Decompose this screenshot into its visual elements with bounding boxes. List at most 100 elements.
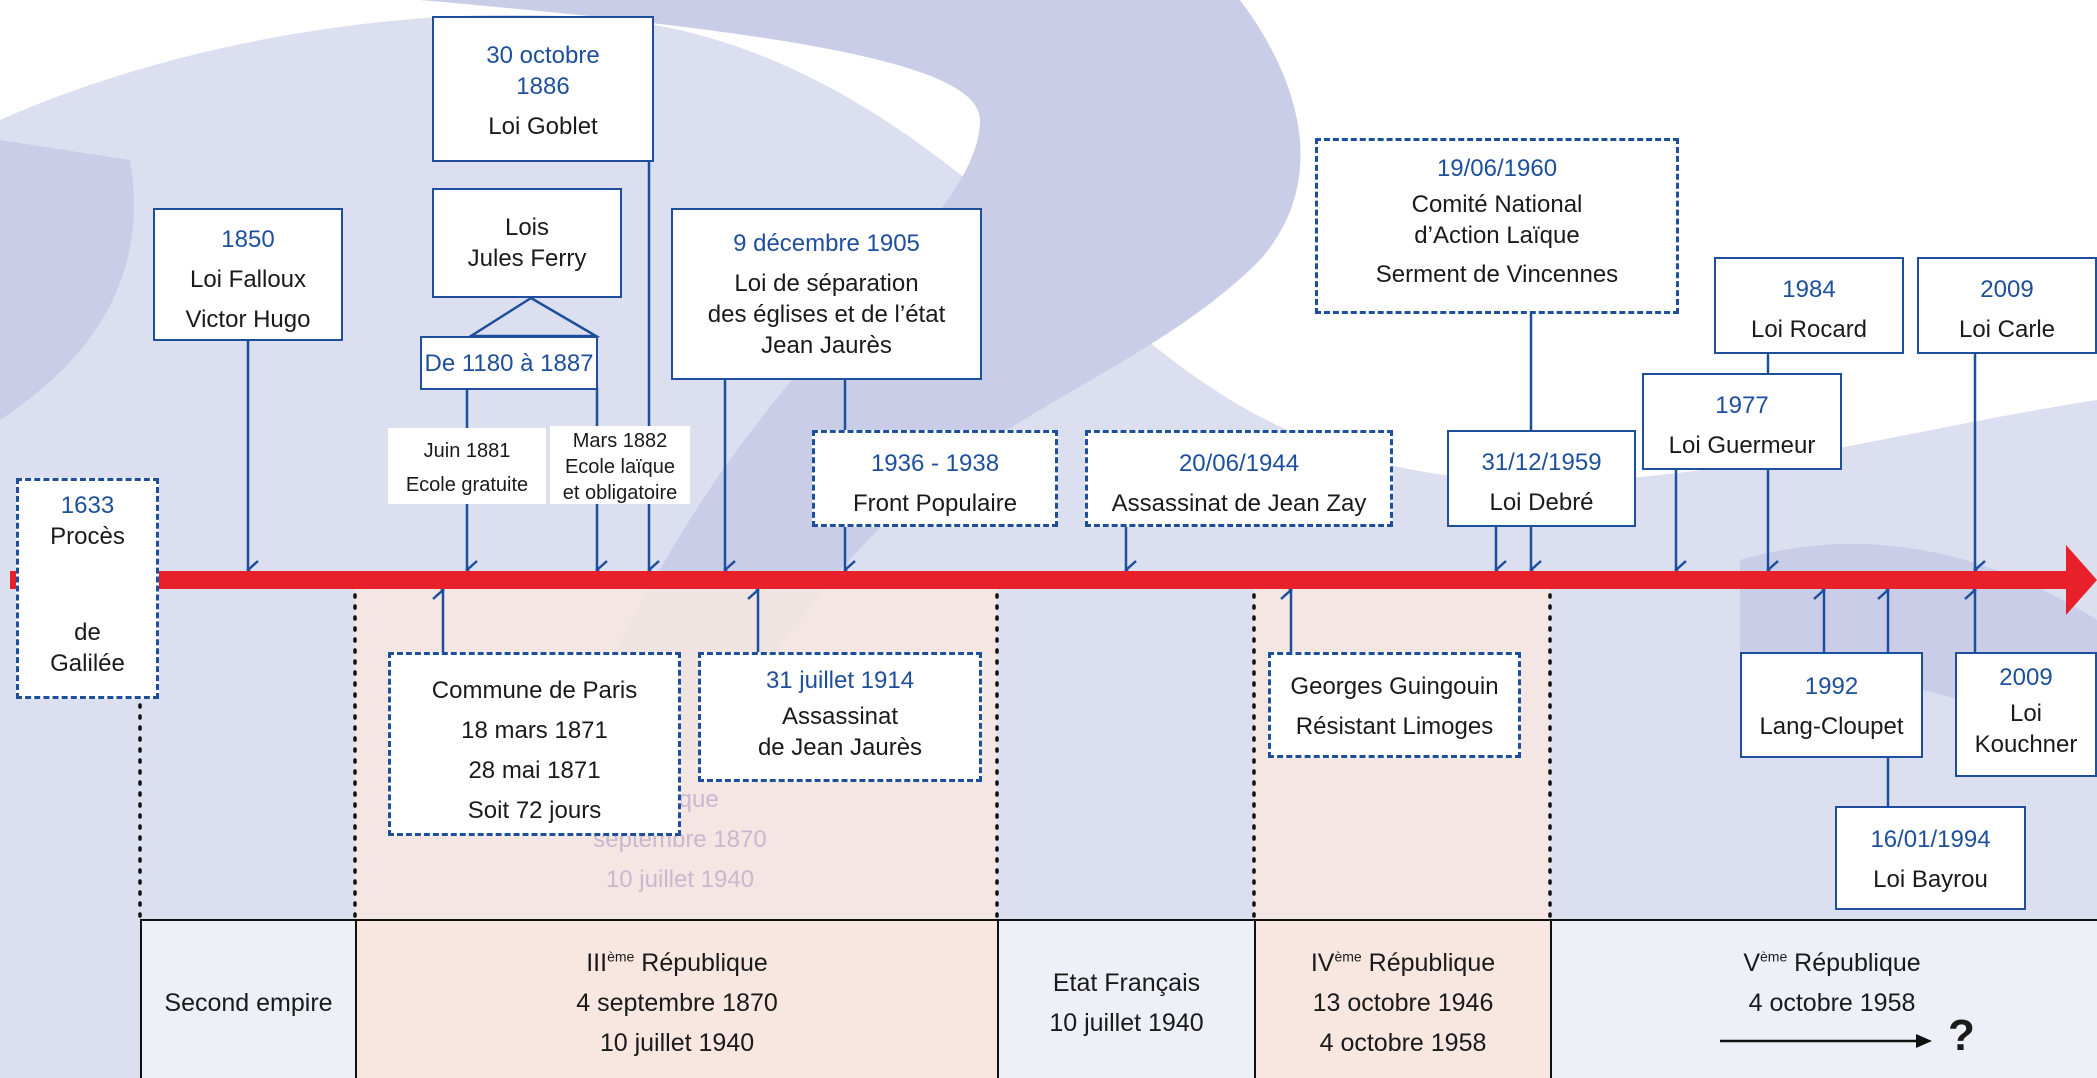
event-text: Front Populaire	[852, 490, 1018, 517]
event-date: 1633	[60, 492, 115, 519]
event-date: 9 décembre 1905	[733, 230, 920, 257]
event-text: Galilée	[50, 650, 125, 677]
event-goblet: 30 octobre 1886 Loi Goblet	[432, 16, 654, 162]
event-text: Georges Guingouin	[1290, 673, 1499, 700]
event-text: Loi Rocard	[1750, 316, 1868, 343]
event-galilee: 1633 Procès de Galilée	[16, 478, 159, 699]
period-name: République	[1787, 949, 1921, 977]
event-text: Ecole laïque	[564, 456, 676, 478]
period-name: République	[634, 949, 768, 977]
event-text: Jean Jaurès	[761, 332, 892, 359]
event-date: 31/12/1959	[1481, 449, 1602, 476]
ghost-line: 10 juillet 1940	[605, 866, 755, 893]
event-text: Procès	[50, 523, 125, 550]
period-superscript: ème	[607, 948, 635, 965]
period-number: V	[1743, 949, 1760, 977]
period-name: République	[1361, 949, 1496, 977]
event-date: 20/06/1944	[1178, 450, 1300, 477]
event-text: d’Action Laïque	[1414, 222, 1580, 249]
event-date: 31 juillet 1914	[765, 667, 915, 694]
event-ferry-juin: Juin 1881 Ecole gratuite	[388, 428, 546, 504]
period-label: Second empire	[164, 989, 333, 1017]
event-date: 1850	[221, 226, 275, 253]
event-text: Serment de Vincennes	[1375, 261, 1619, 288]
period-date: 4 octobre 1958	[1319, 1029, 1487, 1057]
event-text: de Jean Jaurès	[757, 734, 923, 761]
event-carle: 2009 Loi Carle	[1917, 257, 2097, 354]
event-debre: 31/12/1959 Loi Debré	[1447, 430, 1636, 527]
future-question-mark: ?	[1948, 1011, 1975, 1060]
event-text: 18 mars 1871	[461, 717, 608, 744]
event-text: Comité National	[1411, 191, 1583, 218]
period-date: 4 octobre 1958	[1748, 989, 1916, 1017]
event-date: 16/01/1994	[1870, 826, 1991, 853]
event-falloux: 1850 Loi Falloux Victor Hugo	[153, 208, 343, 341]
period-cinquieme-republique: Vème République 4 octobre 1958 ?	[1550, 919, 2097, 1078]
event-date: 1992	[1804, 673, 1859, 700]
event-separation: 9 décembre 1905 Loi de séparation des ég…	[671, 208, 982, 380]
event-cnal: 19/06/1960 Comité National d’Action Laïq…	[1315, 138, 1679, 314]
event-text: Loi Falloux	[189, 266, 307, 293]
period-number: IV	[1310, 949, 1335, 977]
event-text: Commune de Paris	[431, 677, 638, 704]
event-bayrou: 16/01/1994 Loi Bayrou	[1835, 806, 2026, 910]
event-date: 19/06/1960	[1436, 155, 1558, 182]
event-text: Lois	[504, 214, 550, 241]
event-rocard: 1984 Loi Rocard	[1714, 257, 1904, 354]
event-date: 2009	[1999, 664, 2053, 691]
event-text: Loi	[2009, 700, 2043, 727]
event-text: Jules Ferry	[467, 245, 587, 272]
event-text: Loi de séparation	[734, 270, 919, 297]
event-ferry-mars: Mars 1882 Ecole laïque et obligatoire	[550, 426, 690, 504]
event-text: Loi Guermeur	[1668, 432, 1816, 459]
event-guermeur: 1977 Loi Guermeur	[1642, 373, 1842, 470]
event-jean-zay: 20/06/1944 Assassinat de Jean Zay	[1085, 430, 1393, 527]
event-text: Ecole gratuite	[405, 474, 529, 496]
event-date: 1977	[1715, 392, 1769, 419]
event-text: Loi Goblet	[488, 113, 598, 140]
event-date: De 1180 à 1887	[424, 350, 594, 377]
event-text: Soit 72 jours	[467, 797, 602, 824]
period-date: 10 juillet 1940	[599, 1029, 755, 1057]
event-text: et obligatoire	[562, 482, 678, 504]
period-superscript: ème	[1760, 948, 1788, 965]
event-date: 1936 - 1938	[870, 450, 1000, 477]
event-text: Assassinat de Jean Zay	[1111, 490, 1367, 517]
event-text: Assassinat	[781, 703, 899, 730]
period-quatrieme-republique: IVème République 13 octobre 1946 4 octob…	[1254, 919, 1550, 1078]
period-date: 10 juillet 1940	[1049, 1009, 1204, 1037]
event-date: 1984	[1782, 276, 1836, 303]
event-text: Kouchner	[1974, 731, 2078, 758]
period-etat-francais: Etat Français 10 juillet 1940	[997, 919, 1254, 1078]
period-label: IVème République	[1256, 943, 1550, 983]
event-text: de	[74, 619, 101, 646]
period-second-empire: Second empire	[140, 919, 355, 1078]
period-label: Vème République	[1552, 943, 2097, 983]
event-text: Mars 1882	[572, 430, 668, 452]
event-front-populaire: 1936 - 1938 Front Populaire	[812, 430, 1058, 527]
period-label: IIIème République	[357, 943, 997, 983]
period-superscript: ème	[1334, 948, 1362, 965]
event-lang-cloupet: 1992 Lang-Cloupet	[1740, 652, 1923, 758]
event-text: des églises et de l’état	[707, 301, 946, 328]
event-assassinat-jaures: 31 juillet 1914 Assassinat de Jean Jaurè…	[698, 652, 982, 782]
event-date: 30 octobre	[486, 42, 600, 69]
event-ferry-dates: De 1180 à 1887	[420, 336, 598, 390]
event-text: 28 mai 1871	[468, 757, 601, 784]
event-text: Loi Bayrou	[1873, 866, 1988, 893]
period-number: III	[586, 949, 608, 977]
event-date: 1886	[516, 73, 570, 100]
event-text: Loi Carle	[1958, 316, 2056, 343]
event-commune-de-paris: Commune de Paris 18 mars 1871 28 mai 187…	[388, 652, 681, 836]
event-text: Résistant Limoges	[1295, 713, 1494, 740]
event-ferry: Lois Jules Ferry	[432, 188, 622, 298]
event-text: Juin 1881	[423, 440, 511, 462]
period-date: 4 septembre 1870	[576, 989, 778, 1017]
period-troisieme-republique: IIIème République 4 septembre 1870 10 ju…	[355, 919, 997, 1078]
period-label: Etat Français	[1052, 969, 1201, 997]
event-kouchner: 2009 Loi Kouchner	[1955, 652, 2097, 777]
event-text: Victor Hugo	[185, 306, 311, 333]
period-date: 13 octobre 1946	[1312, 989, 1494, 1017]
event-date: 2009	[1980, 276, 2034, 303]
